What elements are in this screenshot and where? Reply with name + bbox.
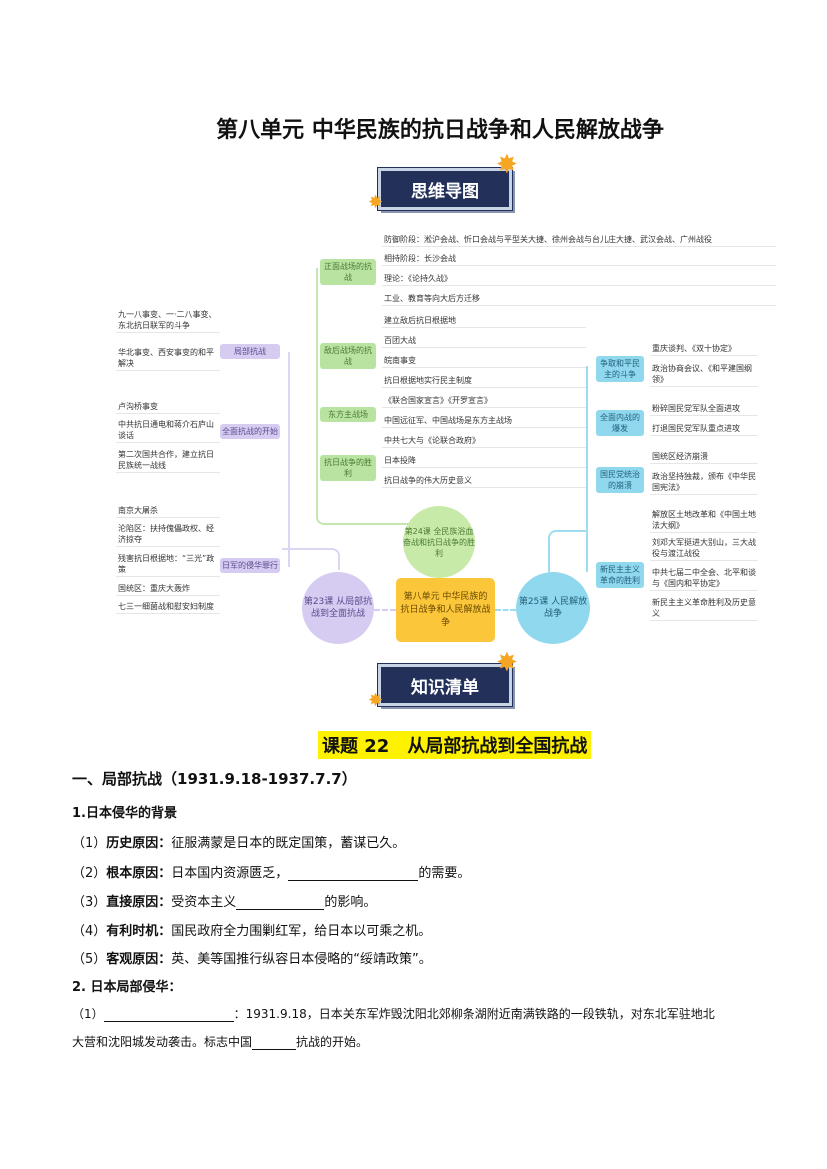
leaf: 防御阶段：淞沪会战、忻口会战与平型关大捷、徐州会战与台儿庄大捷、武汉会战、广州战… (382, 233, 776, 247)
key: 直接原因： (106, 895, 172, 910)
leaf: 重庆谈判、《双十协定》 (650, 342, 758, 356)
lesson-24-circle: 第24课 全民族浴血奋战和抗日战争的胜利 (403, 506, 475, 578)
leaf: 抗日根据地实行民主制度 (382, 374, 586, 388)
mindmap-banner: 思维导图 (377, 167, 513, 211)
leaf: 日本投降 (382, 454, 586, 468)
leaf: 国统区经济崩溃 (650, 450, 758, 464)
text: 大营和沈阳城发动袭击。标志中国 (72, 1035, 253, 1049)
leaf: 中共七届二中全会、北平和谈与《国内和平协定》 (650, 566, 758, 591)
node-local-resistance: 局部抗战 (220, 344, 280, 359)
node-eastern-front: 东方主战场 (320, 407, 376, 422)
leaf: 中共七大与《论联合政府》 (382, 434, 586, 448)
leaf: 华北事变、西安事变的和平解决 (116, 346, 220, 371)
leaf: 国统区：重庆大轰炸 (116, 582, 220, 596)
num: （1） (72, 836, 107, 851)
num: （2） (72, 866, 107, 881)
leaf: 建立敌后抗日根据地 (382, 314, 586, 328)
paragraph-1-cont: 大营和沈阳城发动袭击。标志中国 抗战的开始。 (72, 1033, 368, 1050)
item-2: （2）根本原因：日本国内资源匮乏， 的需要。 (72, 862, 470, 881)
star-icon: ✸ (368, 690, 384, 711)
leaf: 残害抗日根据地：“三光”政策 (116, 552, 220, 577)
node-kmt-collapse: 国民党统治的崩溃 (596, 467, 644, 493)
item-1: （1）历史原因：征服满蒙是日本的既定国策，蓄谋已久。 (72, 832, 405, 851)
leaf: 南京大屠杀 (116, 504, 220, 518)
leaf: 皖南事变 (382, 354, 586, 368)
node-civil-war: 全面内战的爆发 (596, 410, 644, 436)
item-3: （3）直接原因：受资本主义 的影响。 (72, 891, 376, 910)
text: 的影响。 (324, 895, 377, 910)
node-victory: 抗日战争的胜利 (320, 455, 376, 481)
leaf: 解放区土地改革和《中国土地法大纲》 (650, 508, 758, 533)
leaf: 工业、教育等向大后方迁移 (382, 292, 776, 306)
num: （5） (72, 952, 107, 967)
node-peace-struggle: 争取和平民主的斗争 (596, 356, 644, 382)
key: 历史原因： (106, 836, 172, 851)
node-revolution-victory: 新民主主义革命的胜利 (596, 562, 644, 588)
knowledge-banner: 知识清单 (377, 663, 513, 707)
node-full-war-start: 全面抗战的开始 (220, 424, 280, 439)
blue-connector (586, 366, 588, 572)
leaf: 中国远征军、中国战场是东方主战场 (382, 414, 586, 428)
lesson-25-circle: 第25课 人民解放战争 (516, 572, 590, 644)
subheading: 1.日本侵华的背景 (72, 806, 177, 821)
text: 日本国内资源匮乏， (171, 866, 289, 881)
paragraph-1: （1） ：1931.9.18，日本关东军炸毁沈阳北郊柳条湖附近南满铁路的一段铁轨，… (72, 1005, 715, 1022)
connector (495, 609, 516, 611)
text: 英、美等国推行纵容日本侵略的“绥靖政策”。 (171, 952, 432, 967)
leaf: 第二次国共合作，建立抗日民族统一战线 (116, 448, 220, 473)
purple-connector (282, 352, 290, 567)
num: （4） (72, 924, 107, 939)
node-behind-lines: 敌后战场的抗战 (320, 343, 376, 369)
text: 国民政府全力围剿红军，给日本以可乘之机。 (171, 924, 432, 939)
num: （3） (72, 895, 107, 910)
leaf: 卢沟桥事变 (116, 400, 220, 414)
star-icon: ✸ (496, 648, 518, 678)
star-icon: ✸ (368, 192, 384, 213)
text: 受资本主义 (171, 895, 237, 910)
answer-blank[interactable] (288, 867, 419, 881)
purple-connector (282, 548, 340, 570)
blue-connector (548, 530, 588, 572)
leaf: 粉碎国民党军队全面进攻 (650, 402, 758, 416)
leaf: 七三一细菌战和慰安妇制度 (116, 600, 220, 614)
key: 客观原因： (106, 952, 172, 967)
leaf: 中共抗日通电和蒋介石庐山谈话 (116, 418, 220, 443)
node-japanese-atrocities: 日军的侵华罪行 (220, 558, 280, 573)
lesson-23-circle: 第23课 从局部抗战到全面抗战 (302, 572, 374, 644)
item-5: （5）客观原因：英、美等国推行纵容日本侵略的“绥靖政策”。 (72, 948, 432, 967)
lesson-heading: 课题 22 从局部抗战到全国抗战 (318, 731, 592, 759)
leaf: 打退国民党军队重点进攻 (650, 422, 758, 436)
green-connector (316, 268, 438, 525)
leaf: 相持阶段：长沙会战 (382, 252, 776, 266)
leaf: 《联合国家宣言》《开罗宣言》 (382, 394, 586, 408)
text: 抗战的开始。 (296, 1035, 369, 1049)
text: 征服满蒙是日本的既定国策，蓄谋已久。 (171, 836, 406, 851)
key: 根本原因： (106, 866, 172, 881)
leaf: 政治协商会议、《和平建国纲领》 (650, 362, 758, 387)
connector (374, 609, 396, 611)
leaf: 百团大战 (382, 334, 586, 348)
answer-blank[interactable] (236, 896, 325, 910)
text: ：1931.9.18，日本关东军炸毁沈阳北郊柳条湖附近南满铁路的一段铁轨，对东北… (233, 1007, 715, 1021)
star-icon: ✸ (496, 150, 518, 180)
unit-title: 第八单元 中华民族的抗日战争和人民解放战争 (216, 118, 664, 143)
unit-center-node: 第八单元 中华民族的抗日战争和人民解放战争 (396, 578, 495, 642)
item-4: （4）有利时机：国民政府全力围剿红军，给日本以可乘之机。 (72, 920, 431, 939)
section-heading: 一、局部抗战（1931.9.18-1937.7.7） (72, 770, 357, 788)
node-frontline: 正面战场的抗战 (320, 259, 376, 285)
answer-blank[interactable] (252, 1036, 297, 1050)
key: 有利时机： (106, 924, 172, 939)
leaf: 沦陷区：扶持傀儡政权、经济掠夺 (116, 522, 220, 547)
num: （1） (72, 1007, 104, 1021)
text: 的需要。 (418, 866, 471, 881)
leaf: 理论：《论持久战》 (382, 272, 776, 286)
subheading: 2. 日本局部侵华： (72, 980, 182, 995)
leaf: 政治坚持独裁，颁布《中华民国宪法》 (650, 470, 758, 495)
leaf: 新民主主义革命胜利及历史意义 (650, 596, 758, 621)
leaf: 刘邓大军挺进大别山，三大战役与渡江战役 (650, 536, 758, 561)
leaf: 九一八事变、一·二八事变、东北抗日联军的斗争 (116, 308, 220, 333)
answer-blank[interactable] (103, 1008, 234, 1022)
leaf: 抗日战争的伟大历史意义 (382, 474, 586, 488)
